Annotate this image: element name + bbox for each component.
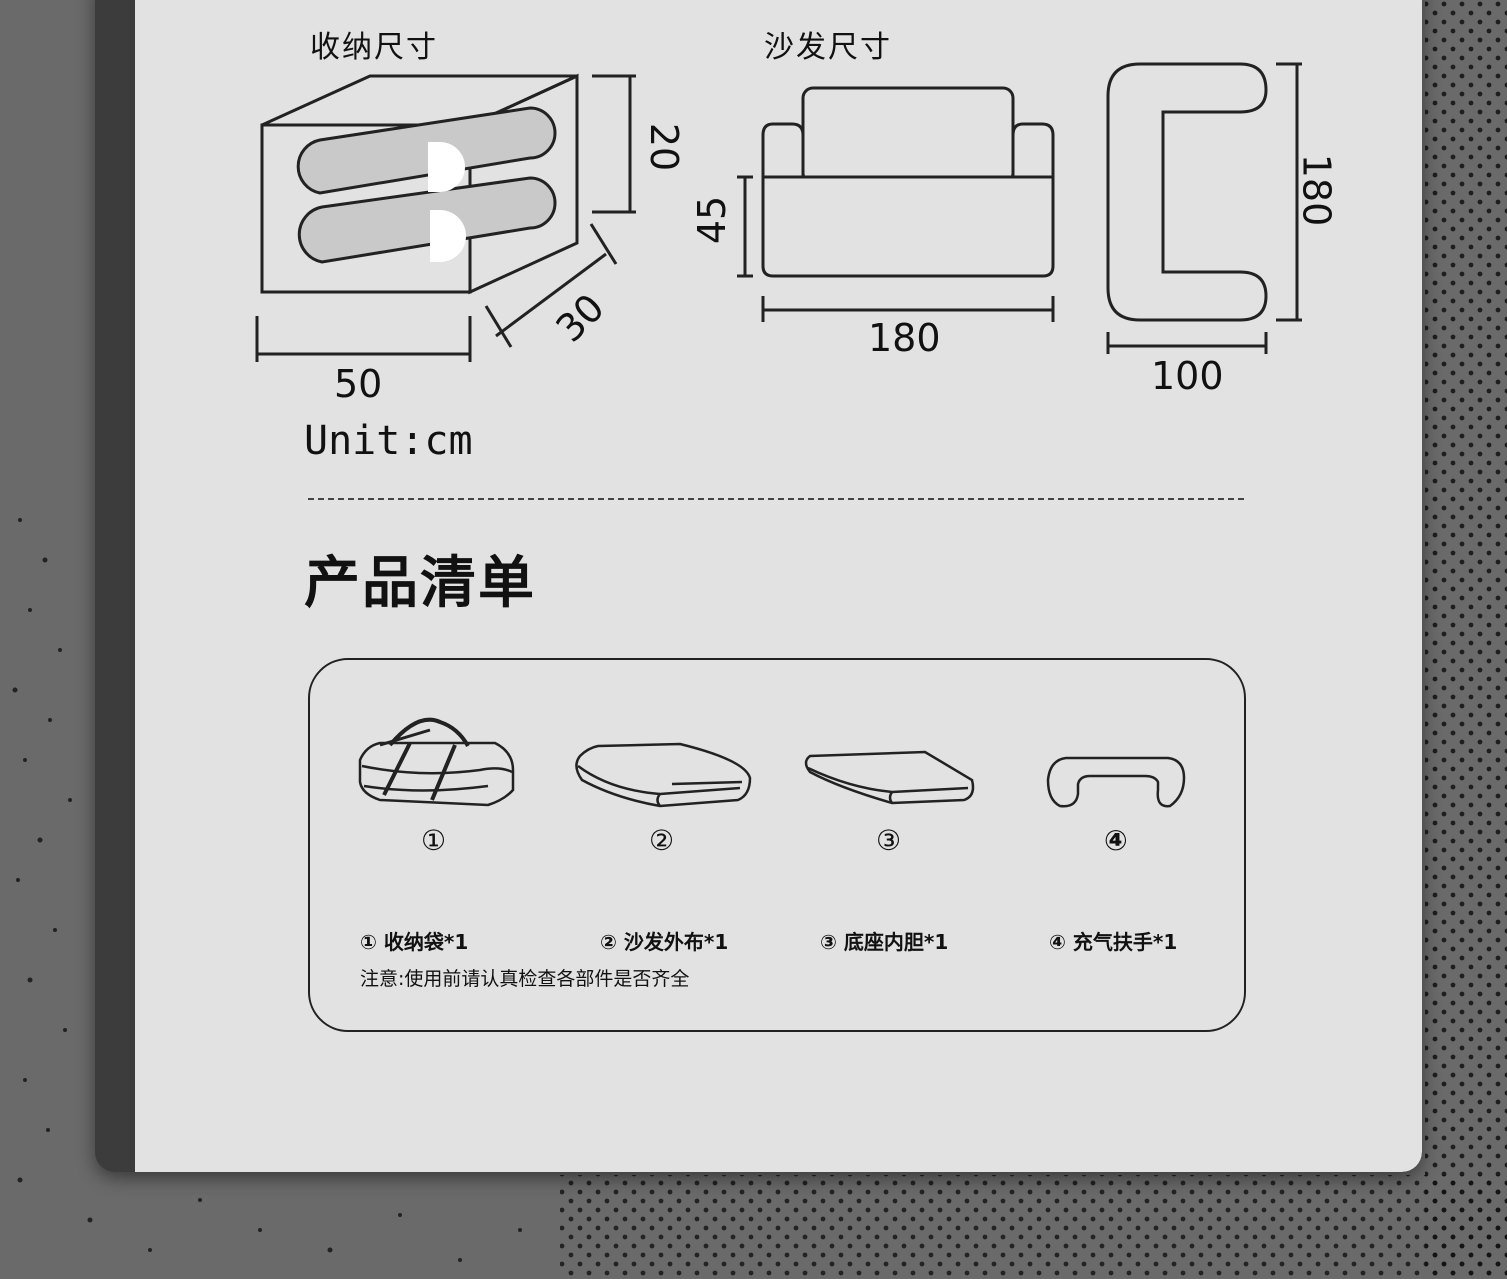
item-number-1: ① [421, 824, 447, 857]
sofa-front-width-value: 180 [868, 316, 941, 360]
product-list-title: 产品清单 [304, 551, 536, 616]
unit-label: Unit:cm [304, 418, 473, 464]
storage-size-label: 收纳尺寸 [310, 30, 438, 65]
check-parts-note: 注意:使用前请认真检查各部件是否齐全 [360, 968, 690, 990]
item-label-sofa-cover: ② 沙发外布*1 [600, 930, 729, 954]
item-number-4: ④ [1104, 824, 1128, 857]
product-list-box [308, 658, 1246, 1032]
item-label-base-inner: ③ 底座内胆*1 [820, 930, 949, 954]
item-label-armrest: ④ 充气扶手*1 [1049, 930, 1178, 954]
item-label-storage-bag: ① 收纳袋*1 [360, 930, 469, 954]
storage-width-value: 50 [334, 362, 383, 406]
dashed-divider [308, 498, 1244, 500]
item-number-3: ③ [876, 824, 902, 857]
item-number-2: ② [649, 824, 675, 857]
sofa-top-width-value: 100 [1151, 354, 1224, 398]
sofa-size-label: 沙发尺寸 [764, 30, 892, 65]
